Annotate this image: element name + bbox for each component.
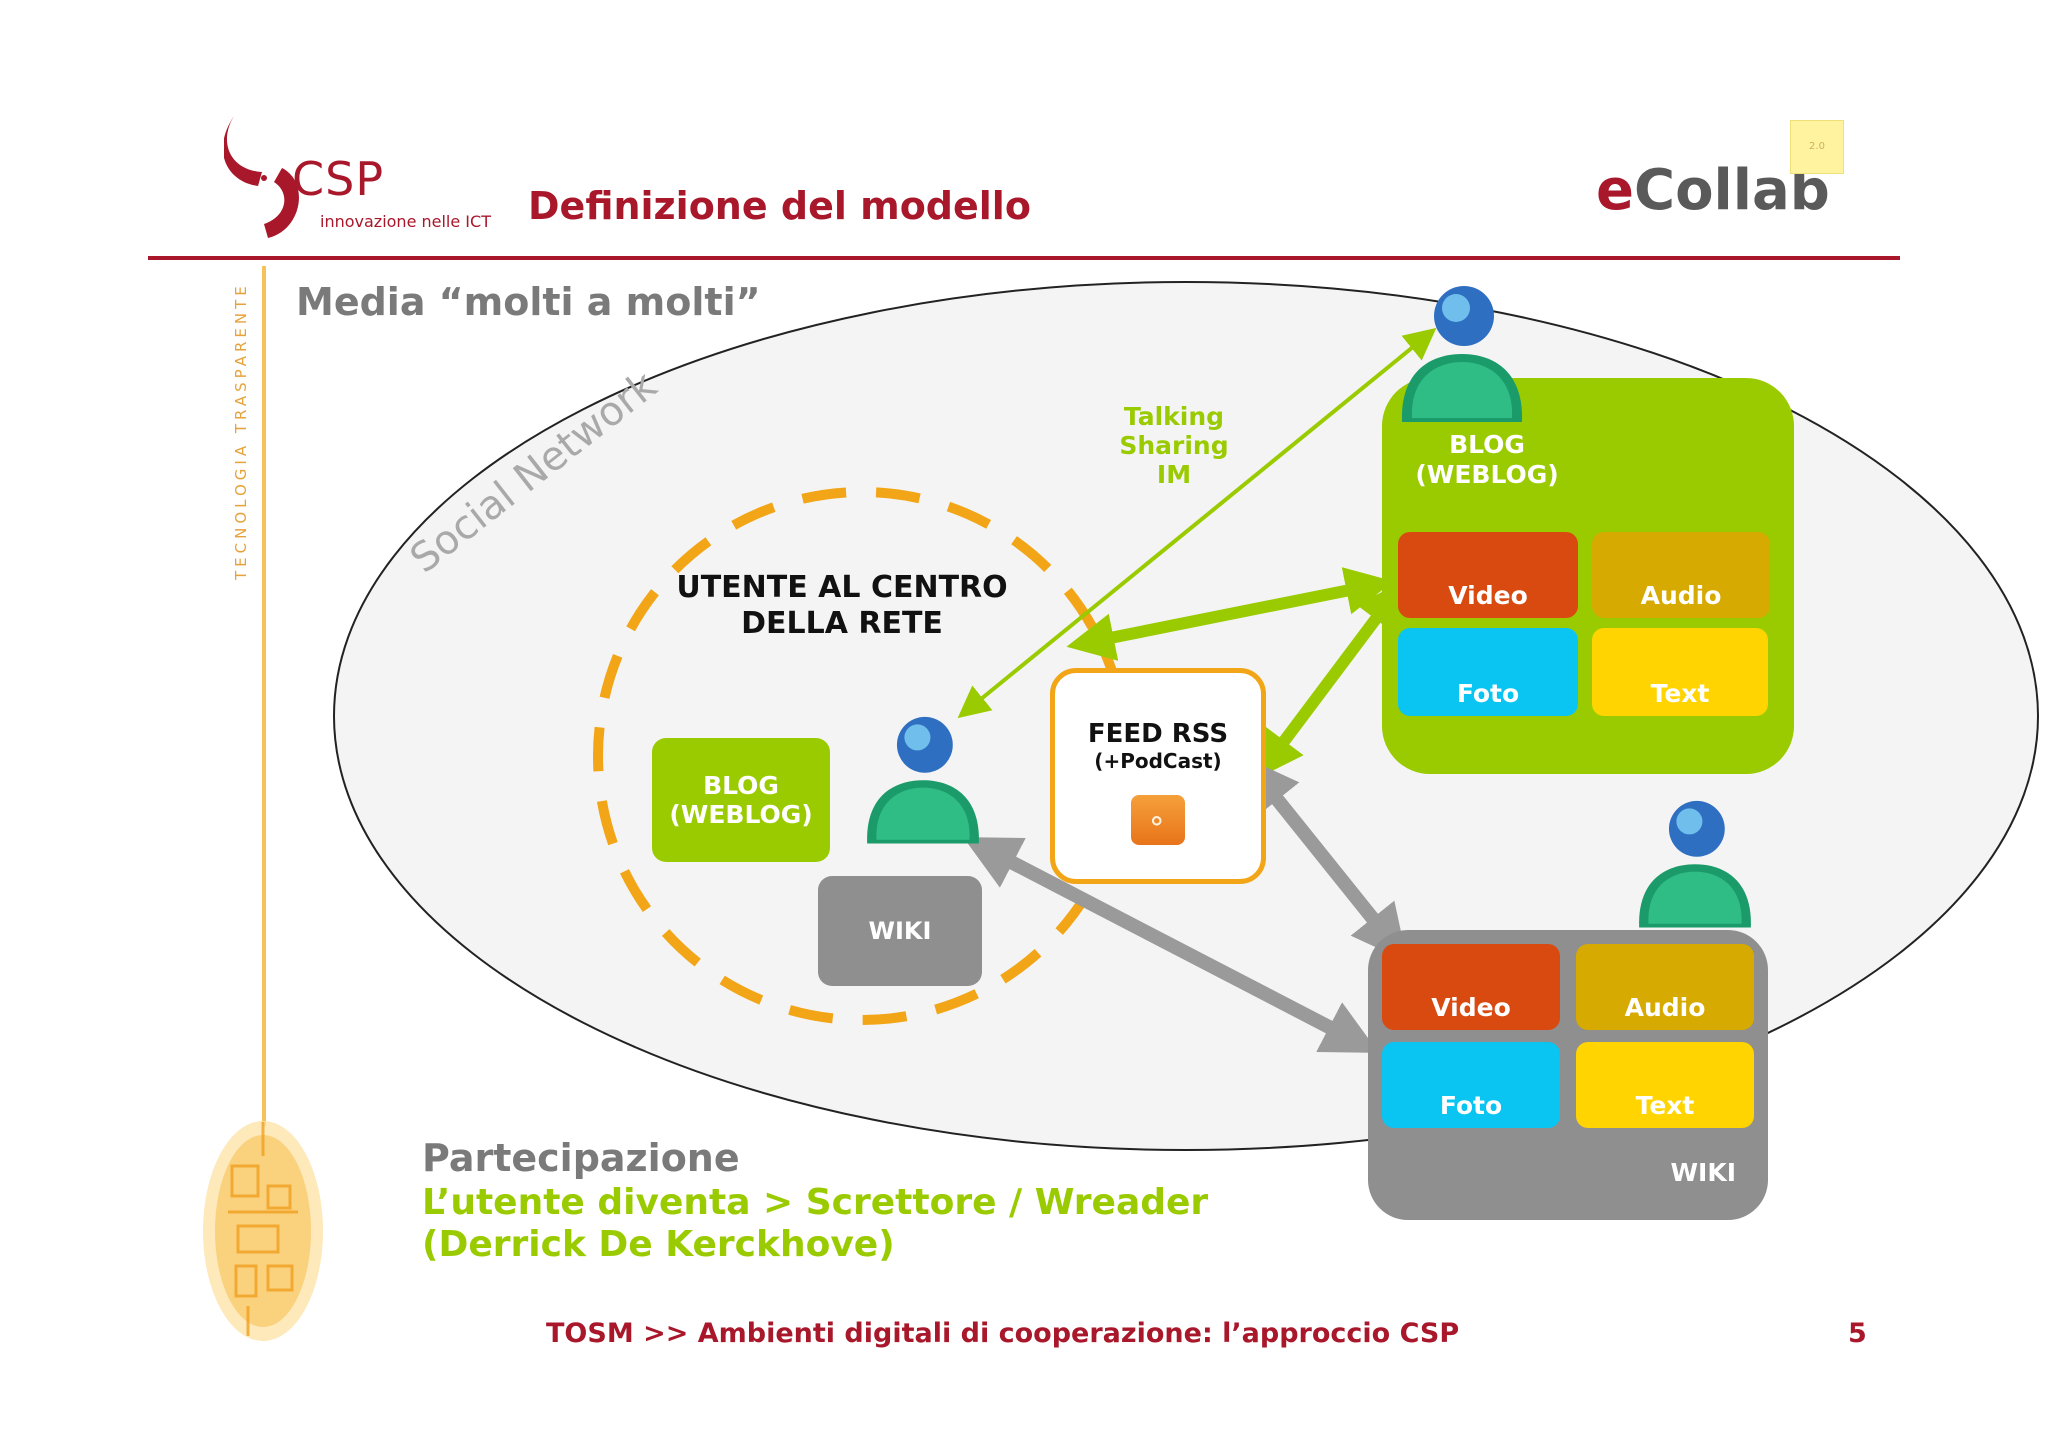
blog-tile-audio: Audio bbox=[1592, 532, 1770, 618]
side-divider bbox=[262, 266, 266, 1126]
participation-title: Partecipazione bbox=[422, 1136, 740, 1180]
blog-tile-text: Text bbox=[1592, 628, 1768, 716]
inner-wiki-box: WIKI bbox=[818, 876, 982, 986]
ecollab-badge: 2.0 bbox=[1790, 120, 1844, 174]
csp-logo-subtitle: innovazione nelle ICT bbox=[320, 212, 491, 231]
inner-blog-line: (WEBLOG) bbox=[669, 800, 813, 829]
blog-panel-title-line: (WEBLOG) bbox=[1415, 460, 1559, 489]
wiki-feed-arrow bbox=[1242, 756, 1408, 962]
wiki-panel: Video Audio Foto Text WIKI bbox=[1368, 930, 1768, 1220]
csp-logo-text: CSP bbox=[292, 152, 385, 206]
center-title-line: UTENTE AL CENTRO bbox=[676, 570, 1008, 605]
page-number: 5 bbox=[1848, 1318, 1867, 1349]
rss-icon: ⚬ bbox=[1131, 795, 1185, 845]
wiki-panel-title: WIKI bbox=[1670, 1158, 1736, 1187]
blog-tile-video: Video bbox=[1398, 532, 1578, 618]
csp-logo: CSP innovazione nelle ICT bbox=[222, 112, 491, 242]
user-icon bbox=[1401, 286, 1523, 422]
inner-blog-line: BLOG bbox=[703, 771, 779, 800]
center-title: UTENTE AL CENTRO DELLA RETE bbox=[642, 570, 1042, 642]
section-title: Media “molti a molti” bbox=[296, 280, 761, 324]
feed-subtitle: (+PodCast) bbox=[1094, 749, 1222, 773]
ecollab-logo: eCollab bbox=[1596, 158, 1830, 223]
feed-rss-box: FEED RSS (+PodCast) ⚬ bbox=[1050, 668, 1266, 884]
ecollab-logo-e: e bbox=[1596, 158, 1634, 223]
wiki-tile-audio: Audio bbox=[1576, 944, 1754, 1030]
footer-text: TOSM >> Ambienti digitali di cooperazion… bbox=[546, 1318, 1460, 1349]
talking-label-line: Talking bbox=[1123, 402, 1225, 431]
wiki-tile-foto: Foto bbox=[1382, 1042, 1560, 1128]
user-icon bbox=[867, 716, 979, 844]
talking-label-line: IM bbox=[1156, 460, 1192, 489]
page-title: Definizione del modello bbox=[528, 184, 1031, 228]
center-title-line: DELLA RETE bbox=[741, 606, 943, 641]
talking-label-line: Sharing bbox=[1119, 431, 1229, 460]
participation-line: (Derrick De Kerckhove) bbox=[422, 1224, 895, 1265]
header-divider bbox=[148, 256, 1900, 260]
wiki-tile-text: Text bbox=[1576, 1042, 1754, 1128]
circuit-chip-icon bbox=[203, 1121, 323, 1341]
blog-feed-arrow bbox=[1255, 580, 1405, 780]
talking-label: Talking Sharing IM bbox=[1100, 402, 1248, 489]
inner-blog-box: BLOG (WEBLOG) bbox=[652, 738, 830, 862]
feed-title: FEED RSS bbox=[1087, 719, 1229, 749]
wiki-tile-video: Video bbox=[1382, 944, 1560, 1030]
blog-tile-foto: Foto bbox=[1398, 628, 1578, 716]
blog-panel-title: BLOG (WEBLOG) bbox=[1382, 430, 1592, 490]
user-icon bbox=[1639, 800, 1751, 928]
blog-panel-title-line: BLOG bbox=[1449, 430, 1525, 459]
blog-panel: BLOG (WEBLOG) Video Audio Foto Text bbox=[1382, 378, 1794, 774]
wiki-user-arrow bbox=[963, 837, 1379, 1053]
talking-arrow bbox=[957, 327, 1437, 719]
participation-line: L’utente diventa > Screttore / Wreader bbox=[422, 1182, 1209, 1223]
csp-logo-mark bbox=[222, 116, 299, 238]
